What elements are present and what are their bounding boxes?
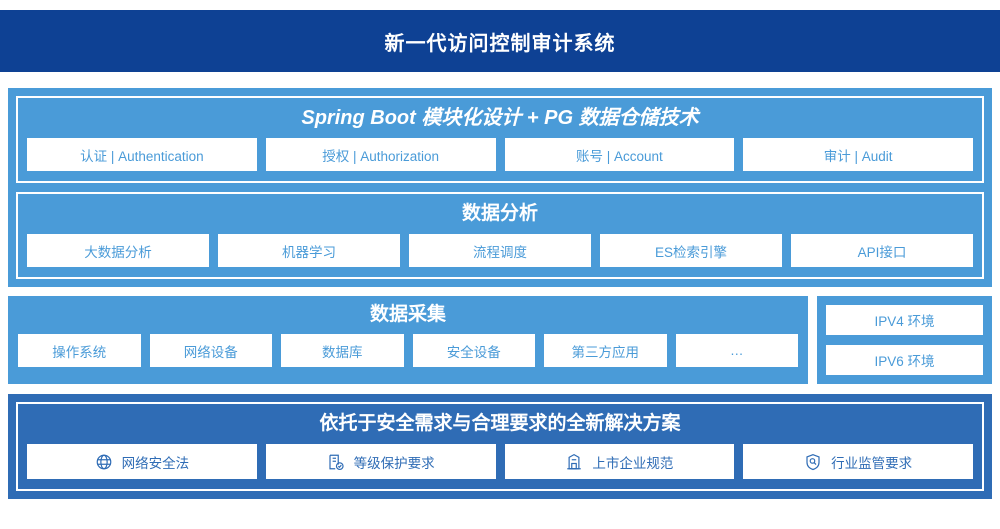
chip-label: … [730,343,744,358]
chip-network-device[interactable]: 网络设备 [149,334,272,367]
chip-label: API接口 [857,244,907,260]
document-check-icon [327,453,345,471]
shield-search-icon [804,453,822,471]
chip-industry-regulation[interactable]: 行业监管要求 [743,444,973,479]
chip-authorization[interactable]: 授权 | Authorization [265,138,496,171]
chip-listed-company-standard[interactable]: 上市企业规范 [504,444,735,479]
chip-third-party-app[interactable]: 第三方应用 [544,334,667,367]
globe-icon [95,453,113,471]
chip-label: 第三方应用 [571,344,640,360]
data-collection-title: 数据采集 [369,304,446,325]
data-collection-row: 数据采集 操作系统 网络设备 数据库 安全设备 第三方应用 … [8,296,992,384]
page-title-text: 新一代访问控制审计系统 [384,32,616,55]
platform-section: Spring Boot 模块化设计 + PG 数据仓储技术 认证 | Authe… [8,88,992,287]
chip-label: 网络设备 [183,344,238,360]
data-collection-chip-row: 操作系统 网络设备 数据库 安全设备 第三方应用 … [18,334,798,367]
spring-boot-title: Spring Boot 模块化设计 + PG 数据仓储技术 [301,107,699,129]
chip-label: 流程调度 [473,244,527,260]
chip-label: IPV4 环境 [874,314,935,329]
compliance-title: 依托于安全需求与合理要求的全新解决方案 [319,413,681,434]
chip-label: 机器学习 [282,244,336,260]
chip-operating-system[interactable]: 操作系统 [18,334,141,367]
chip-ipv4-environment[interactable]: IPV4 环境 [826,305,983,335]
chip-label: 安全设备 [446,344,501,360]
chip-process-scheduling[interactable]: 流程调度 [409,234,591,267]
compliance-inner-panel: 依托于安全需求与合理要求的全新解决方案 网络安全法 [16,402,984,491]
chip-big-data-analysis[interactable]: 大数据分析 [27,234,209,267]
chip-database[interactable]: 数据库 [281,334,404,367]
chip-ipv6-environment[interactable]: IPV6 环境 [826,345,983,375]
data-analysis-chip-row: 大数据分析 机器学习 流程调度 ES检索引擎 API接口 [27,234,973,267]
chip-label: 审计 | Audit [823,148,893,164]
chip-es-search-engine[interactable]: ES检索引擎 [600,234,782,267]
chip-label: 认证 | Authentication [80,148,204,164]
chip-label: 大数据分析 [84,244,152,260]
bank-building-icon [565,453,583,471]
data-collection-panel: 数据采集 操作系统 网络设备 数据库 安全设备 第三方应用 … [8,296,808,384]
chip-label: 等级保护要求 [353,455,435,471]
chip-api-interface[interactable]: API接口 [791,234,973,267]
chip-security-device[interactable]: 安全设备 [412,334,535,367]
chip-label: 账号 | Account [575,148,663,164]
data-analysis-subpanel: 数据分析 大数据分析 机器学习 流程调度 ES检索引擎 API接口 [16,192,984,279]
compliance-section: 依托于安全需求与合理要求的全新解决方案 网络安全法 [8,394,992,499]
chip-label: 上市企业规范 [592,455,674,471]
environment-panel: IPV4 环境 IPV6 环境 [817,296,992,384]
chip-account[interactable]: 账号 | Account [504,138,735,171]
data-analysis-title: 数据分析 [461,203,538,224]
spring-boot-chip-row: 认证 | Authentication 授权 | Authorization 账… [27,138,973,171]
page-title: 新一代访问控制审计系统 [0,10,1000,72]
chip-label: IPV6 环境 [874,354,935,369]
chip-authentication[interactable]: 认证 | Authentication [27,138,257,171]
chip-label: 网络安全法 [121,455,190,471]
chip-audit[interactable]: 审计 | Audit [743,138,973,171]
chip-label: 行业监管要求 [831,455,913,471]
chip-cybersecurity-law[interactable]: 网络安全法 [27,444,257,479]
chip-machine-learning[interactable]: 机器学习 [218,234,400,267]
chip-more[interactable]: … [675,334,798,367]
chip-label: ES检索引擎 [654,244,727,260]
compliance-chip-row: 网络安全法 等级保护要求 [27,444,973,479]
chip-label: 操作系统 [52,344,107,360]
spring-boot-subpanel: Spring Boot 模块化设计 + PG 数据仓储技术 认证 | Authe… [16,96,984,183]
chip-label: 授权 | Authorization [322,148,440,164]
chip-classified-protection[interactable]: 等级保护要求 [265,444,496,479]
chip-label: 数据库 [322,344,363,360]
